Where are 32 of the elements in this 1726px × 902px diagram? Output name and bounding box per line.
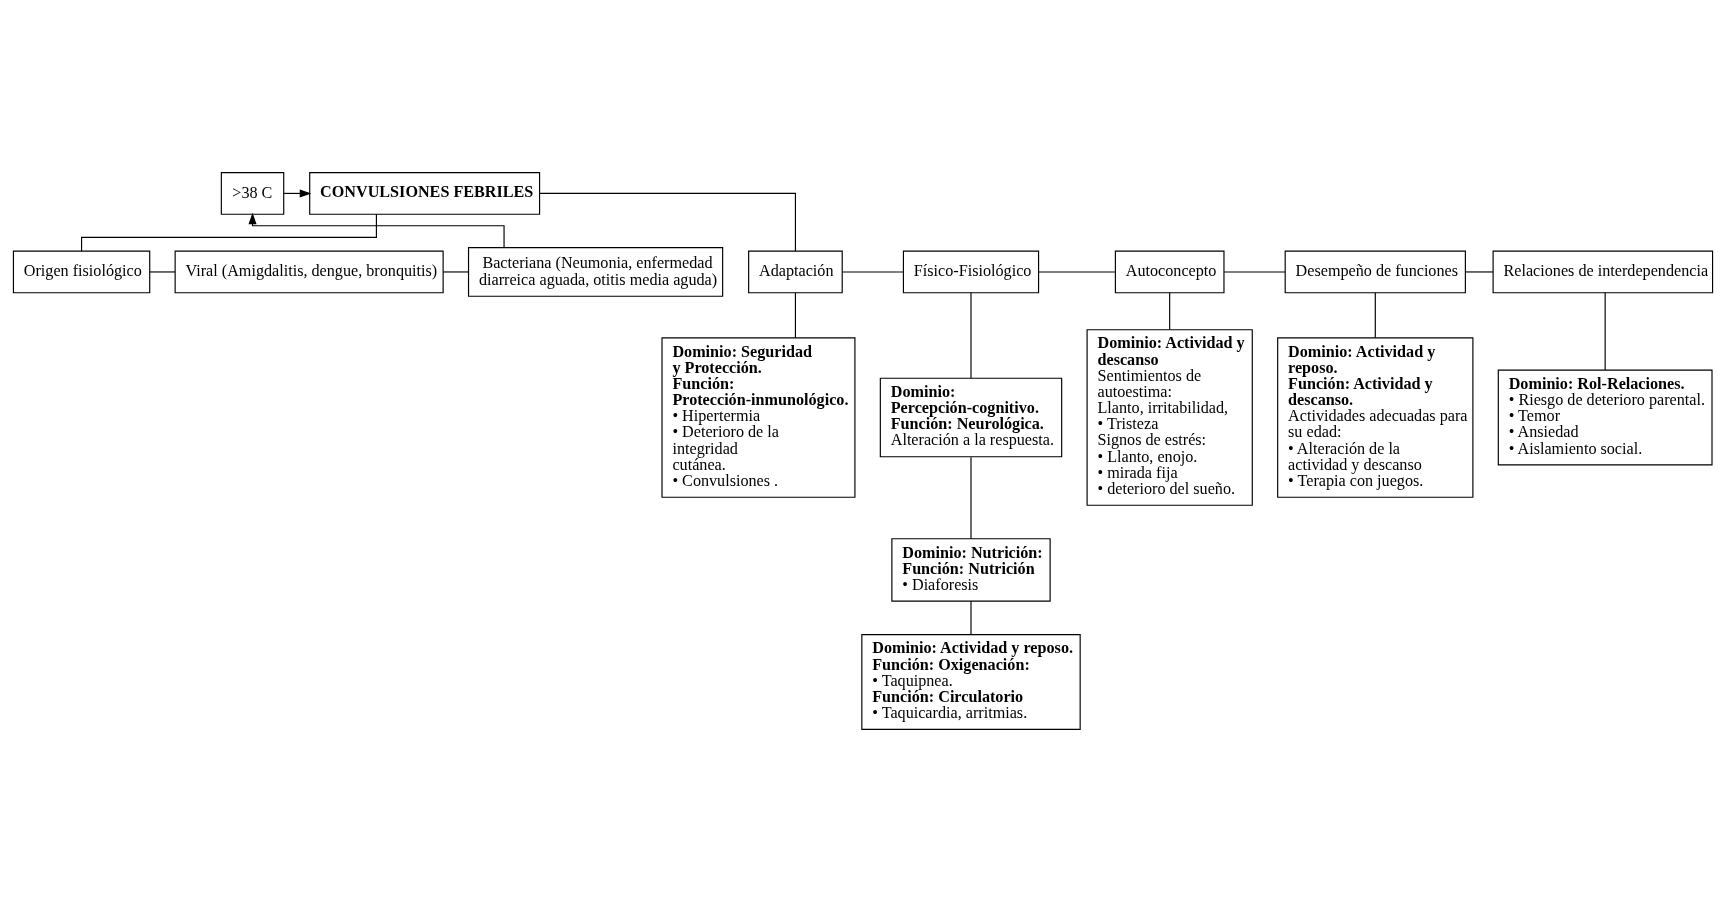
node-box: Dominio: Actividad y reposo. Función: Actividad y descanso. Actividades adecuadas para su edad: • Alteración de la actividad y descanso • Terapia con juegos.	[1277, 337, 1474, 498]
connector	[1604, 292, 1606, 371]
node-box: >38 C	[220, 172, 285, 215]
node-box: Dominio: Rol-Relaciones. • Riesgo de deterioro parental. • Temor • Ansiedad • Aislamiento social.	[1497, 369, 1713, 466]
connector	[442, 271, 470, 273]
node-box: Dominio: Seguridad y Protección. Función: Protección-inmunológico. • Hipertermia • Deterioro de la integridad cutánea. • Convulsiones .	[661, 337, 856, 498]
connector	[970, 600, 972, 636]
connector	[1038, 271, 1116, 273]
node-box: Dominio: Nutrición: Función: Nutrición • Diaforesis	[891, 538, 1051, 602]
connector	[1374, 292, 1376, 339]
connector	[539, 192, 796, 252]
connector	[81, 213, 377, 252]
node-box: Relaciones de interdependencia	[1492, 250, 1714, 294]
connector	[970, 292, 972, 379]
node-box: Bacteriana (Neumonia, enfermedad diarreica aguada, otitis media aguda)	[467, 247, 724, 297]
node-box: Origen fisiológico	[12, 250, 151, 294]
node-box: Físico-Fisiológico	[902, 250, 1040, 294]
connector	[970, 456, 972, 540]
connector	[794, 292, 796, 339]
node-box: Adaptación	[748, 250, 843, 294]
node-box: Dominio: Actividad y reposo. Función: Oxigenación: • Taquipnea. Función: Circulatorio • Taquicardia, arritmias.	[861, 634, 1081, 730]
node-box: Desempeño de funciones	[1284, 250, 1466, 294]
connector	[841, 271, 904, 273]
connector	[149, 271, 176, 273]
node-box: Dominio: Actividad y descanso Sentimientos de autoestima: Llanto, irritabilidad, • Tristeza Signos de estrés: • Llanto, enojo. • mirada fija • deterioro del sueño.	[1086, 329, 1253, 506]
node-box: CONVULSIONES FEBRILES	[309, 172, 541, 215]
connector	[1169, 292, 1171, 331]
connector	[1464, 271, 1494, 273]
node-box: Autoconcepto	[1114, 250, 1225, 294]
node-box: Viral (Amigdalitis, dengue, bronquitis)	[174, 250, 444, 294]
connector	[1223, 271, 1286, 273]
node-box: Dominio: Percepción-cognitivo. Función: Neurológica. Alteración a la respuesta.	[879, 377, 1063, 458]
